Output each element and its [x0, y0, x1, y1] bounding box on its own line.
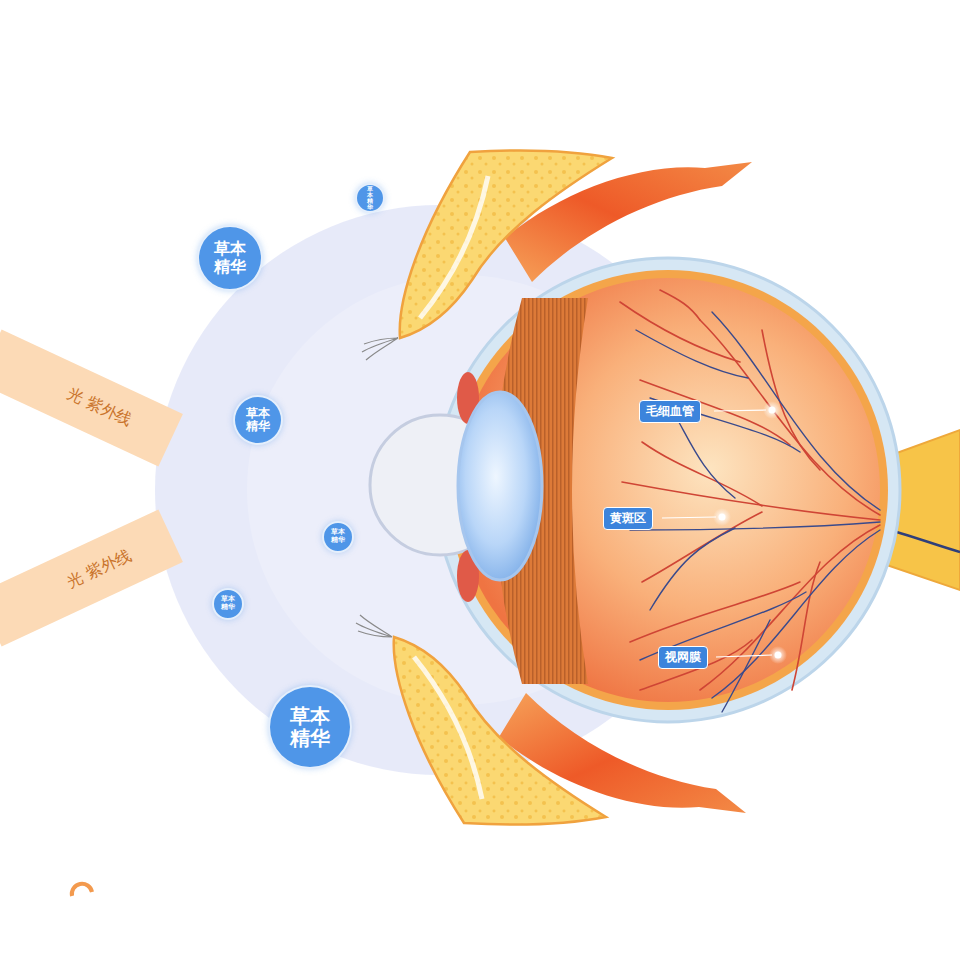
herb-text: 草本精华 — [246, 407, 270, 433]
retina — [456, 278, 880, 702]
band-text: 光 紫外线 — [64, 383, 135, 431]
lens — [458, 392, 542, 580]
light-band: 光 紫外线 — [0, 509, 183, 646]
sclera — [436, 258, 900, 722]
vessels — [620, 290, 880, 712]
herb-text: 草本精华 — [331, 529, 345, 544]
label-badge: 毛细血管 — [639, 400, 701, 423]
label-badge: 视网膜 — [658, 646, 708, 669]
leader-lines — [662, 401, 787, 664]
lower-lid — [356, 615, 746, 825]
herbal-circle: 草本精华 — [197, 225, 263, 291]
label-badge: 黄斑区 — [603, 507, 653, 530]
light-band: 光 紫外线 — [0, 329, 183, 466]
herbal-circle: 草本精华 — [268, 685, 352, 769]
herb-text: 草本精华 — [214, 240, 246, 275]
part-label: 视网膜 — [665, 650, 701, 664]
corner-mark — [72, 884, 92, 896]
herb-text: 草本精华 — [364, 186, 375, 210]
choroid — [448, 270, 888, 710]
herbal-circle: 草本精华 — [322, 521, 354, 553]
herb-text: 草本精华 — [290, 705, 330, 749]
upper-lid — [362, 150, 752, 360]
band-text: 光 紫外线 — [64, 545, 135, 593]
herbal-circle: 草本精华 — [233, 395, 283, 445]
part-label: 毛细血管 — [646, 404, 694, 418]
herbal-circle: 草本精华 — [355, 183, 386, 214]
herb-text: 草本精华 — [221, 596, 235, 611]
herbal-circle: 草本精华 — [212, 588, 244, 620]
part-label: 黄斑区 — [610, 511, 646, 525]
